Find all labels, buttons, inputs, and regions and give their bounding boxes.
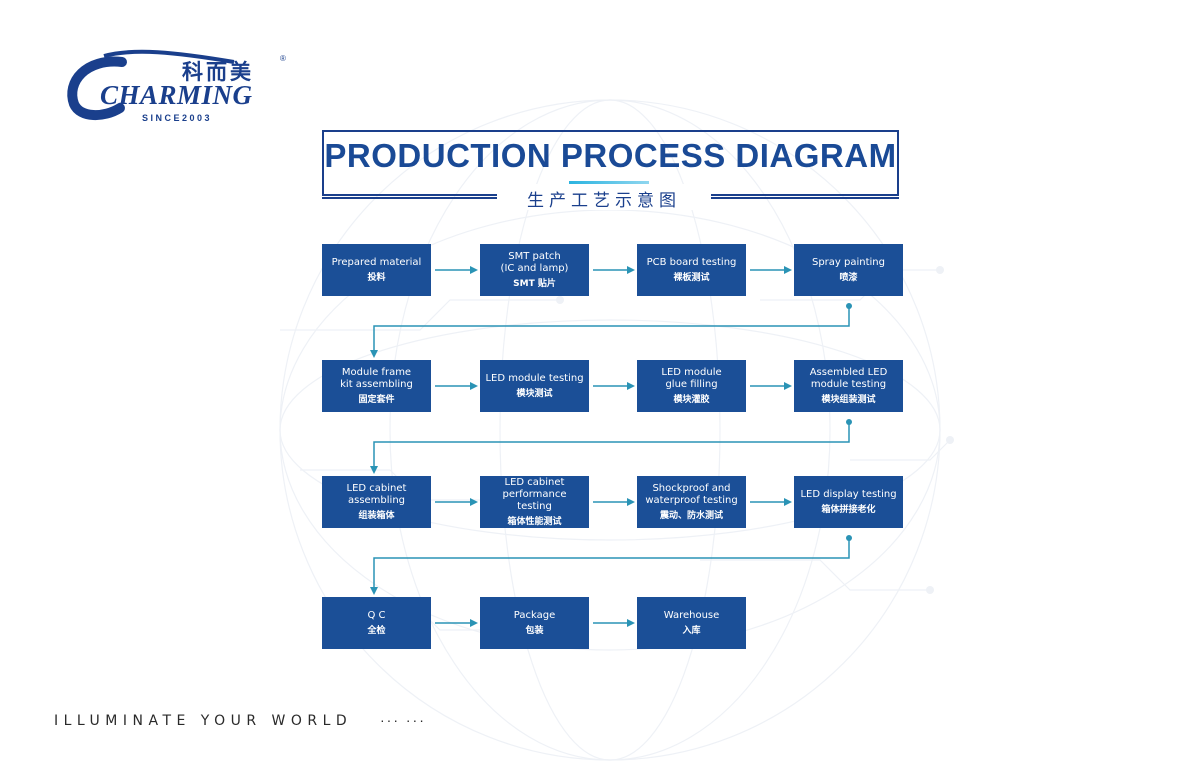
step-label-en: Prepared material: [331, 256, 422, 268]
arrow-head: [627, 266, 635, 274]
step-label-cn: 固定套件: [358, 394, 395, 405]
connector-dot: [846, 303, 852, 309]
step-label-en: LED cabinet assembling: [346, 482, 407, 506]
step-label-en: LED display testing: [800, 488, 897, 500]
process-step-box: Prepared material 投料: [322, 244, 431, 296]
step-label-cn: 震动、防水测试: [659, 510, 723, 521]
arrow-head: [370, 350, 378, 358]
arrow-head: [784, 382, 792, 390]
flow-elbow-connector: [373, 422, 850, 468]
logo-wordmark: CHARMING: [100, 80, 253, 110]
step-label-cn: 箱体性能测试: [507, 516, 562, 527]
process-step-box: LED module glue filling 模块灌胶: [637, 360, 746, 412]
company-logo: 科而美 ® CHARMING SINCE2003: [64, 48, 304, 128]
step-label-en: Q C: [367, 609, 386, 621]
subtitle-rule-right: [711, 197, 899, 199]
process-step-box: PCB board testing 裸板测试: [637, 244, 746, 296]
arrow-head: [784, 498, 792, 506]
subtitle-wrap: 生产工艺示意图: [497, 184, 711, 211]
process-step-box: Shockproof and waterproof testing 震动、防水测试: [637, 476, 746, 528]
step-label-en: Spray painting: [811, 256, 885, 268]
logo-chinese-name: 科而美: [182, 60, 254, 84]
charming-c-swoosh-icon: [67, 49, 235, 120]
step-label-cn: SMT 贴片: [513, 278, 556, 289]
title-accent-bar: [569, 181, 649, 184]
step-label-cn: 模块组装测试: [821, 394, 876, 405]
step-label-en: LED module testing: [485, 372, 584, 384]
arrow-head: [370, 587, 378, 595]
logo-since: SINCE2003: [142, 113, 213, 123]
step-label-cn: 组装箱体: [358, 510, 395, 521]
arrow-head: [627, 619, 635, 627]
process-step-box: Q C 全检: [322, 597, 431, 649]
process-step-box: Spray painting 喷漆: [794, 244, 903, 296]
footer-tagline: ILLUMINATE YOUR WORLD: [54, 713, 353, 729]
process-step-box: Module frame kit assembling 固定套件: [322, 360, 431, 412]
page-subtitle: 生产工艺示意图: [527, 191, 681, 211]
step-label-en: LED module glue filling: [661, 366, 722, 390]
step-label-cn: 喷漆: [839, 272, 858, 283]
step-label-cn: 入库: [682, 625, 701, 636]
arrow-head: [470, 619, 478, 627]
arrow-head: [784, 266, 792, 274]
step-label-en: Shockproof and waterproof testing: [645, 482, 738, 506]
step-label-cn: 投料: [367, 272, 386, 283]
page-title: PRODUCTION PROCESS DIAGRAM: [324, 137, 897, 174]
step-label-cn: 裸板测试: [673, 272, 710, 283]
arrow-head: [370, 466, 378, 474]
process-step-box: Warehouse 入库: [637, 597, 746, 649]
step-label-en: PCB board testing: [646, 256, 737, 268]
step-label-en: Assembled LED module testing: [809, 366, 888, 390]
process-step-box: SMT patch (IC and lamp) SMT 贴片: [480, 244, 589, 296]
step-label-cn: 模块测试: [516, 388, 553, 399]
step-label-en: Module frame kit assembling: [340, 366, 413, 390]
process-step-box: LED cabinet performance testing 箱体性能测试: [480, 476, 589, 528]
process-step-box: Assembled LED module testing 模块组装测试: [794, 360, 903, 412]
step-label-cn: 包装: [525, 625, 544, 636]
process-step-box: LED display testing 箱体拼接老化: [794, 476, 903, 528]
subtitle-rule-left: [322, 197, 497, 199]
step-label-en: SMT patch (IC and lamp): [500, 250, 569, 274]
step-label-en: LED cabinet performance testing: [502, 476, 567, 512]
arrow-head: [470, 382, 478, 390]
arrow-head: [470, 498, 478, 506]
flow-elbow-connector: [373, 306, 850, 352]
connector-dot: [846, 419, 852, 425]
process-step-box: Package 包装: [480, 597, 589, 649]
step-label-cn: 箱体拼接老化: [821, 504, 876, 515]
step-label-en: Package: [513, 609, 556, 621]
arrow-head: [470, 266, 478, 274]
footer-dots: ··· ···: [380, 712, 426, 728]
arrow-head: [627, 498, 635, 506]
registered-mark: ®: [280, 54, 286, 63]
connector-dot: [846, 535, 852, 541]
process-step-box: LED cabinet assembling 组装箱体: [322, 476, 431, 528]
step-label-cn: 全检: [367, 625, 386, 636]
arrow-head: [627, 382, 635, 390]
flow-elbow-connector: [373, 538, 850, 589]
step-label-en: Warehouse: [663, 609, 720, 621]
process-step-box: LED module testing 模块测试: [480, 360, 589, 412]
step-label-cn: 模块灌胶: [673, 394, 710, 405]
